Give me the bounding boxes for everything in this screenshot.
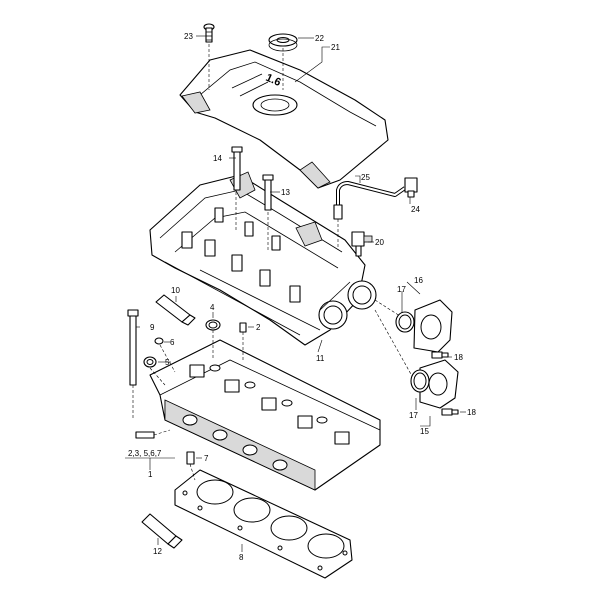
label-9: 9 [150,323,155,332]
label-21: 21 [331,43,340,52]
label-2: 2 [256,323,261,332]
label-17-lower: 17 [409,411,418,420]
label-15: 15 [420,427,429,436]
label-12: 12 [153,547,162,556]
label-8: 8 [239,553,244,562]
label-13: 13 [281,188,290,197]
flange-16[interactable] [413,299,453,353]
label-25: 25 [361,173,370,182]
tube-10[interactable] [155,294,196,326]
seal-4[interactable] [205,319,221,331]
engine-cover[interactable]: 1.6 [179,49,389,189]
label-7: 7 [204,454,209,463]
tube-12[interactable] [141,513,183,549]
leader-lines [125,35,466,552]
flange-15[interactable] [419,359,459,409]
plug-6[interactable] [154,337,164,345]
stud-3[interactable] [135,431,155,439]
label-22: 22 [315,34,324,43]
label-18-upper: 18 [454,353,463,362]
label-18-lower: 18 [467,408,476,417]
label-14: 14 [213,154,222,163]
bolt-18-upper[interactable] [431,351,449,359]
label-24: 24 [411,205,420,214]
head-bolt-9[interactable] [127,309,139,386]
assembly-lines [132,44,413,481]
label-17-upper: 17 [397,285,406,294]
label-4: 4 [210,303,215,312]
label-5: 5 [165,358,170,367]
label-11: 11 [316,354,325,363]
grommet-22[interactable] [268,33,298,52]
label-10: 10 [171,286,180,295]
head-gasket-8[interactable] [174,469,353,579]
gasket-17-lower[interactable] [410,369,430,393]
label-6: 6 [170,338,175,347]
housing-11[interactable] [318,280,377,330]
bolt-13[interactable] [262,174,274,211]
cylinder-head[interactable] [149,339,381,491]
label-23: 23 [184,32,193,41]
part-labels: 23 22 21 14 13 25 24 20 16 17 18 18 17 1… [128,32,476,562]
fitting-24[interactable] [404,177,418,198]
bolt-14[interactable] [231,146,243,191]
seal-5[interactable] [143,356,157,368]
hose-25[interactable] [336,181,407,205]
label-group-2-3-5-6-7: 2,3, 5,6,7 [128,449,162,458]
sensor-20[interactable] [351,231,373,257]
label-20: 20 [375,238,384,247]
label-1: 1 [148,470,153,479]
sleeve-7[interactable] [186,451,195,465]
cover-marking: 1.6 [264,72,283,89]
pin-2[interactable] [239,322,247,333]
screw-23[interactable] [203,23,215,43]
gasket-17-upper[interactable] [395,311,415,333]
label-16: 16 [414,276,423,285]
bolt-18-lower[interactable] [441,408,459,416]
hose-end-connector[interactable] [333,204,343,220]
